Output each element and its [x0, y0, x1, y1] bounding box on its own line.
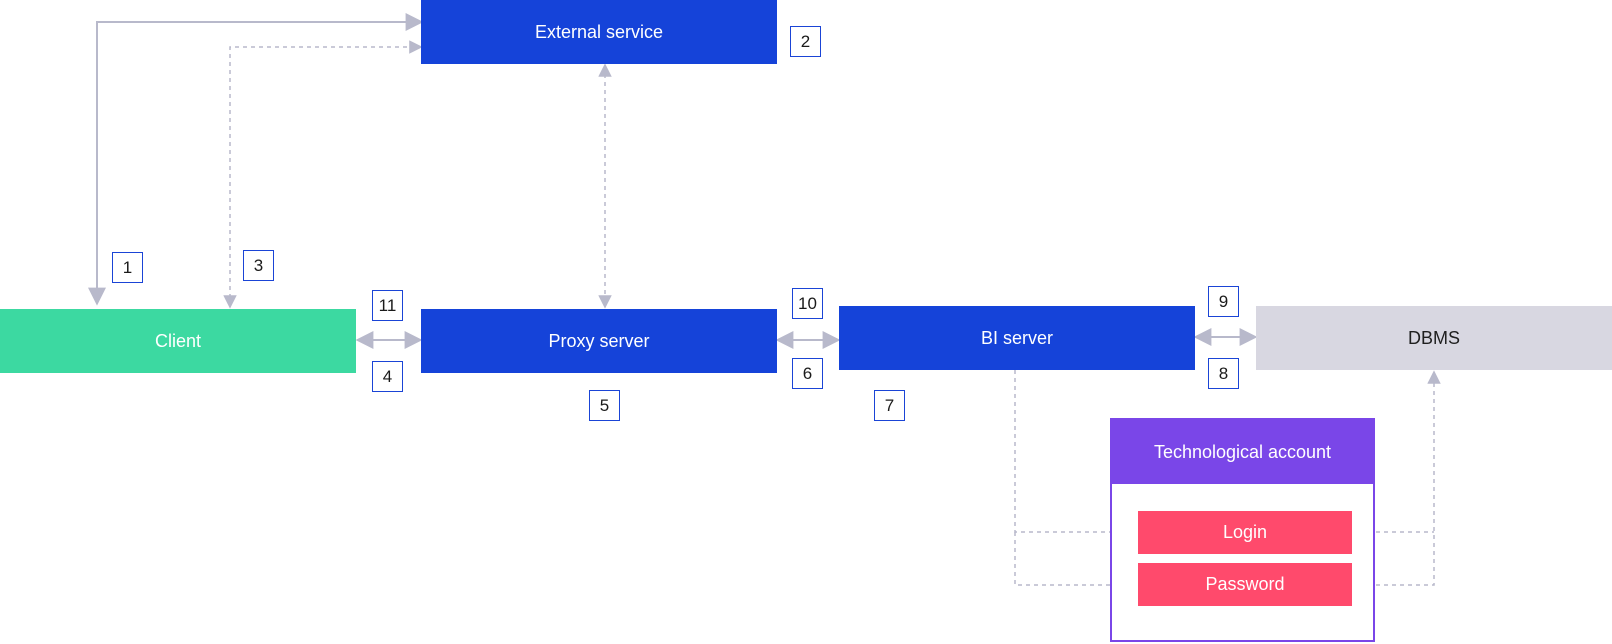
step-badge-6: 6 — [792, 358, 823, 389]
step-badge-5: 5 — [589, 390, 620, 421]
connector-password-dbms — [1352, 370, 1441, 586]
dbms-label: DBMS — [1407, 327, 1460, 348]
connector-client-external-solid — [88, 13, 424, 306]
login-node: Login — [1138, 511, 1352, 554]
step-badge-4: 4 — [372, 361, 403, 392]
technological-account-header: Technological account — [1112, 420, 1373, 484]
technological-account-label: Technological account — [1153, 441, 1332, 462]
step-badge-1: 1 — [112, 252, 143, 283]
step-badge-2: 2 — [790, 26, 821, 57]
dbms-node: DBMS — [1256, 306, 1612, 370]
connector-bi-password — [1014, 532, 1139, 592]
client-label: Client — [154, 330, 202, 351]
step-badge-7: 7 — [874, 390, 905, 421]
login-label: Login — [1222, 522, 1268, 542]
step-badge-8: 8 — [1208, 358, 1239, 389]
external-service-label: External service — [534, 21, 664, 42]
bi-server-label: BI server — [980, 327, 1054, 348]
bi-server-node: BI server — [839, 306, 1195, 370]
password-label: Password — [1205, 574, 1285, 594]
step-badge-10: 10 — [792, 288, 823, 319]
client-node: Client — [0, 309, 356, 373]
password-node: Password — [1138, 563, 1352, 606]
external-service-node: External service — [421, 0, 777, 64]
step-badge-3: 3 — [243, 250, 274, 281]
step-badge-11: 11 — [372, 290, 403, 321]
connector-client-external-dashed — [223, 40, 423, 309]
proxy-server-node: Proxy server — [421, 309, 777, 373]
proxy-server-label: Proxy server — [548, 330, 650, 351]
step-badge-9: 9 — [1208, 286, 1239, 317]
